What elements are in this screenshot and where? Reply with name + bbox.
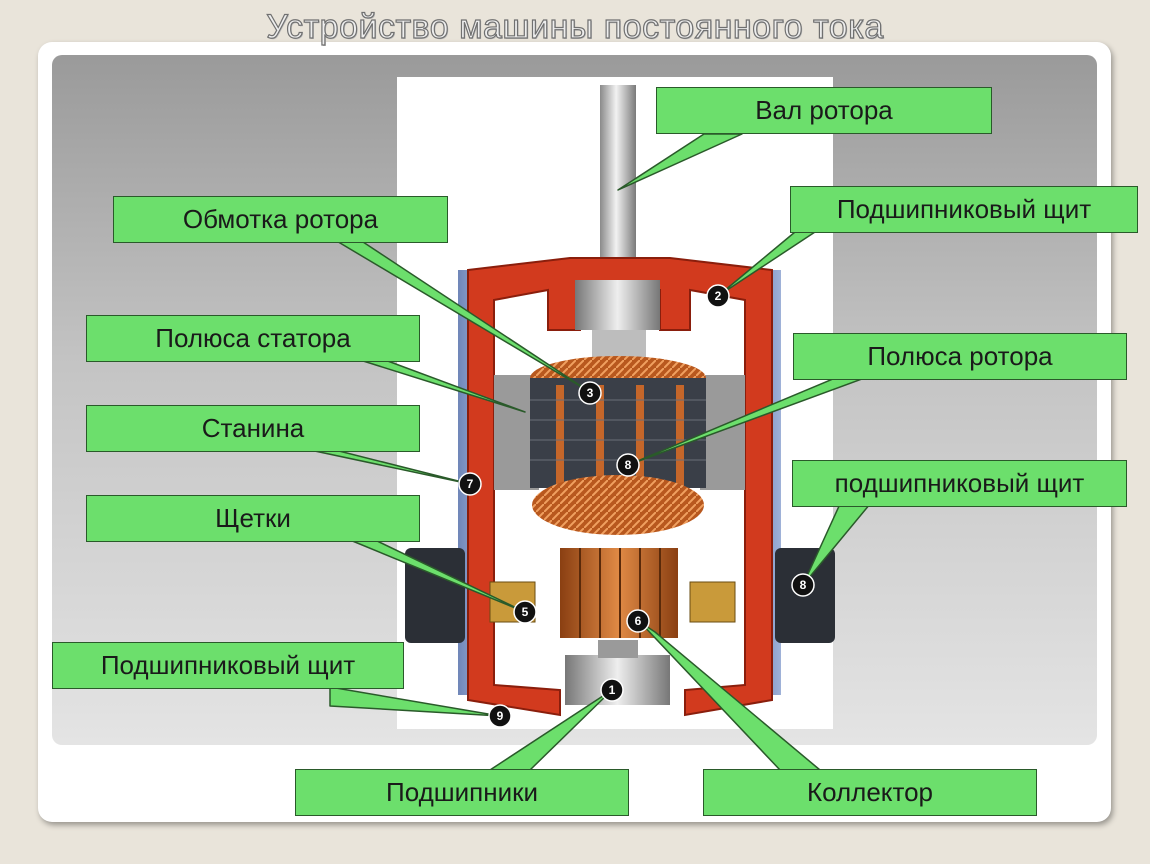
svg-text:6: 6: [635, 614, 642, 628]
marker-6: 6: [626, 609, 650, 633]
svg-text:1: 1: [609, 683, 616, 697]
label-podshipnikovyi-shchit-top: Подшипниковый щит: [790, 186, 1138, 233]
slide-title: Устройство машины постоянного тока: [266, 7, 884, 46]
svg-text:8: 8: [800, 578, 807, 592]
label-val-rotora: Вал ротора: [656, 87, 992, 134]
brush-right: [689, 581, 736, 623]
label-stanina: Станина: [86, 405, 420, 452]
left-bearing-cap: [405, 548, 465, 643]
label-obmotka-rotora: Обмотка ротора: [113, 196, 448, 243]
marker-8: 8: [616, 453, 640, 477]
rotor-winding: [532, 475, 704, 535]
svg-text:8: 8: [625, 458, 632, 472]
marker-9: 9: [488, 704, 512, 728]
svg-text:2: 2: [715, 289, 722, 303]
marker-7: 7: [458, 472, 482, 496]
label-podshipnikovyi-shchit-left: Подшипниковый щит: [52, 642, 404, 689]
svg-text:9: 9: [497, 709, 504, 723]
label-podshipnikovyi-shchit-right: подшипниковый щит: [792, 460, 1127, 507]
marker-1: 1: [600, 678, 624, 702]
svg-text:7: 7: [467, 477, 474, 491]
label-polyusa-rotora: Полюса ротора: [793, 333, 1127, 380]
label-kollektor: Коллектор: [703, 769, 1037, 816]
marker-3: 3: [578, 381, 602, 405]
svg-text:5: 5: [522, 605, 529, 619]
svg-text:3: 3: [587, 386, 594, 400]
marker-2: 2: [706, 284, 730, 308]
marker-5: 5: [513, 600, 537, 624]
marker-8b: 8: [791, 573, 815, 597]
label-polyusa-statora: Полюса статора: [86, 315, 420, 362]
label-podshipniki: Подшипники: [295, 769, 629, 816]
label-shchetki: Щетки: [86, 495, 420, 542]
